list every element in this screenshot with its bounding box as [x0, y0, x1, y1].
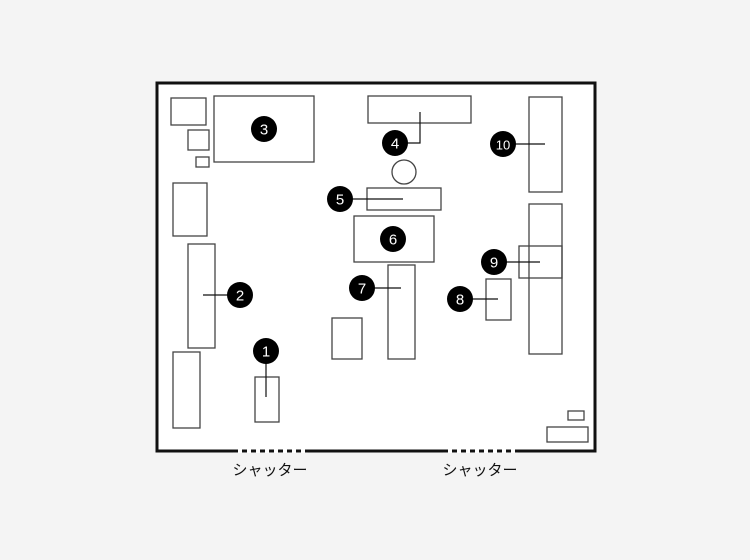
marker-7: 7: [349, 275, 375, 301]
marker-number: 6: [389, 232, 397, 249]
marker-circle: [380, 226, 406, 252]
marker-circle: [227, 282, 253, 308]
marker-circle: [251, 116, 277, 142]
marker-circle: [490, 131, 516, 157]
marker-number: 5: [336, 192, 344, 209]
marker-circle: [447, 286, 473, 312]
furniture-box: [172, 182, 208, 237]
furniture-box: [528, 203, 563, 355]
furniture-box: [546, 426, 589, 443]
marker-number: 10: [496, 138, 510, 153]
area-2: [187, 243, 216, 349]
marker-4: 4: [382, 130, 408, 156]
marker-circle: [481, 249, 507, 275]
furniture-box: [187, 129, 210, 151]
area-6: [353, 215, 435, 263]
marker-number: 8: [456, 292, 464, 309]
marker-8: 8: [447, 286, 473, 312]
area-1: [254, 376, 280, 423]
marker-number: 7: [358, 281, 366, 298]
marker-number: 4: [391, 136, 399, 153]
marker-circle: [327, 186, 353, 212]
marker-number: 9: [490, 255, 498, 272]
shutter-label-right: シャッター: [442, 461, 518, 479]
marker-number: 1: [262, 344, 270, 361]
marker-circle: [349, 275, 375, 301]
marker-number: 2: [236, 288, 244, 305]
marker-1: 1: [253, 338, 279, 364]
shutter-label-left: シャッター: [232, 461, 308, 479]
round-object: [391, 159, 417, 185]
area-7: [387, 264, 416, 360]
marker-9: 9: [481, 249, 507, 275]
furniture-box: [195, 156, 210, 168]
furniture-box: [331, 317, 363, 360]
marker-3: 3: [251, 116, 277, 142]
furniture-box: [172, 351, 201, 429]
marker-circle: [253, 338, 279, 364]
marker-2: 2: [227, 282, 253, 308]
marker-number: 3: [260, 122, 268, 139]
marker-5: 5: [327, 186, 353, 212]
area-3: [213, 95, 315, 163]
furniture-box: [567, 410, 585, 421]
marker-6: 6: [380, 226, 406, 252]
furniture-box: [170, 97, 207, 126]
marker-circle: [382, 130, 408, 156]
marker-10: 10: [490, 131, 516, 157]
